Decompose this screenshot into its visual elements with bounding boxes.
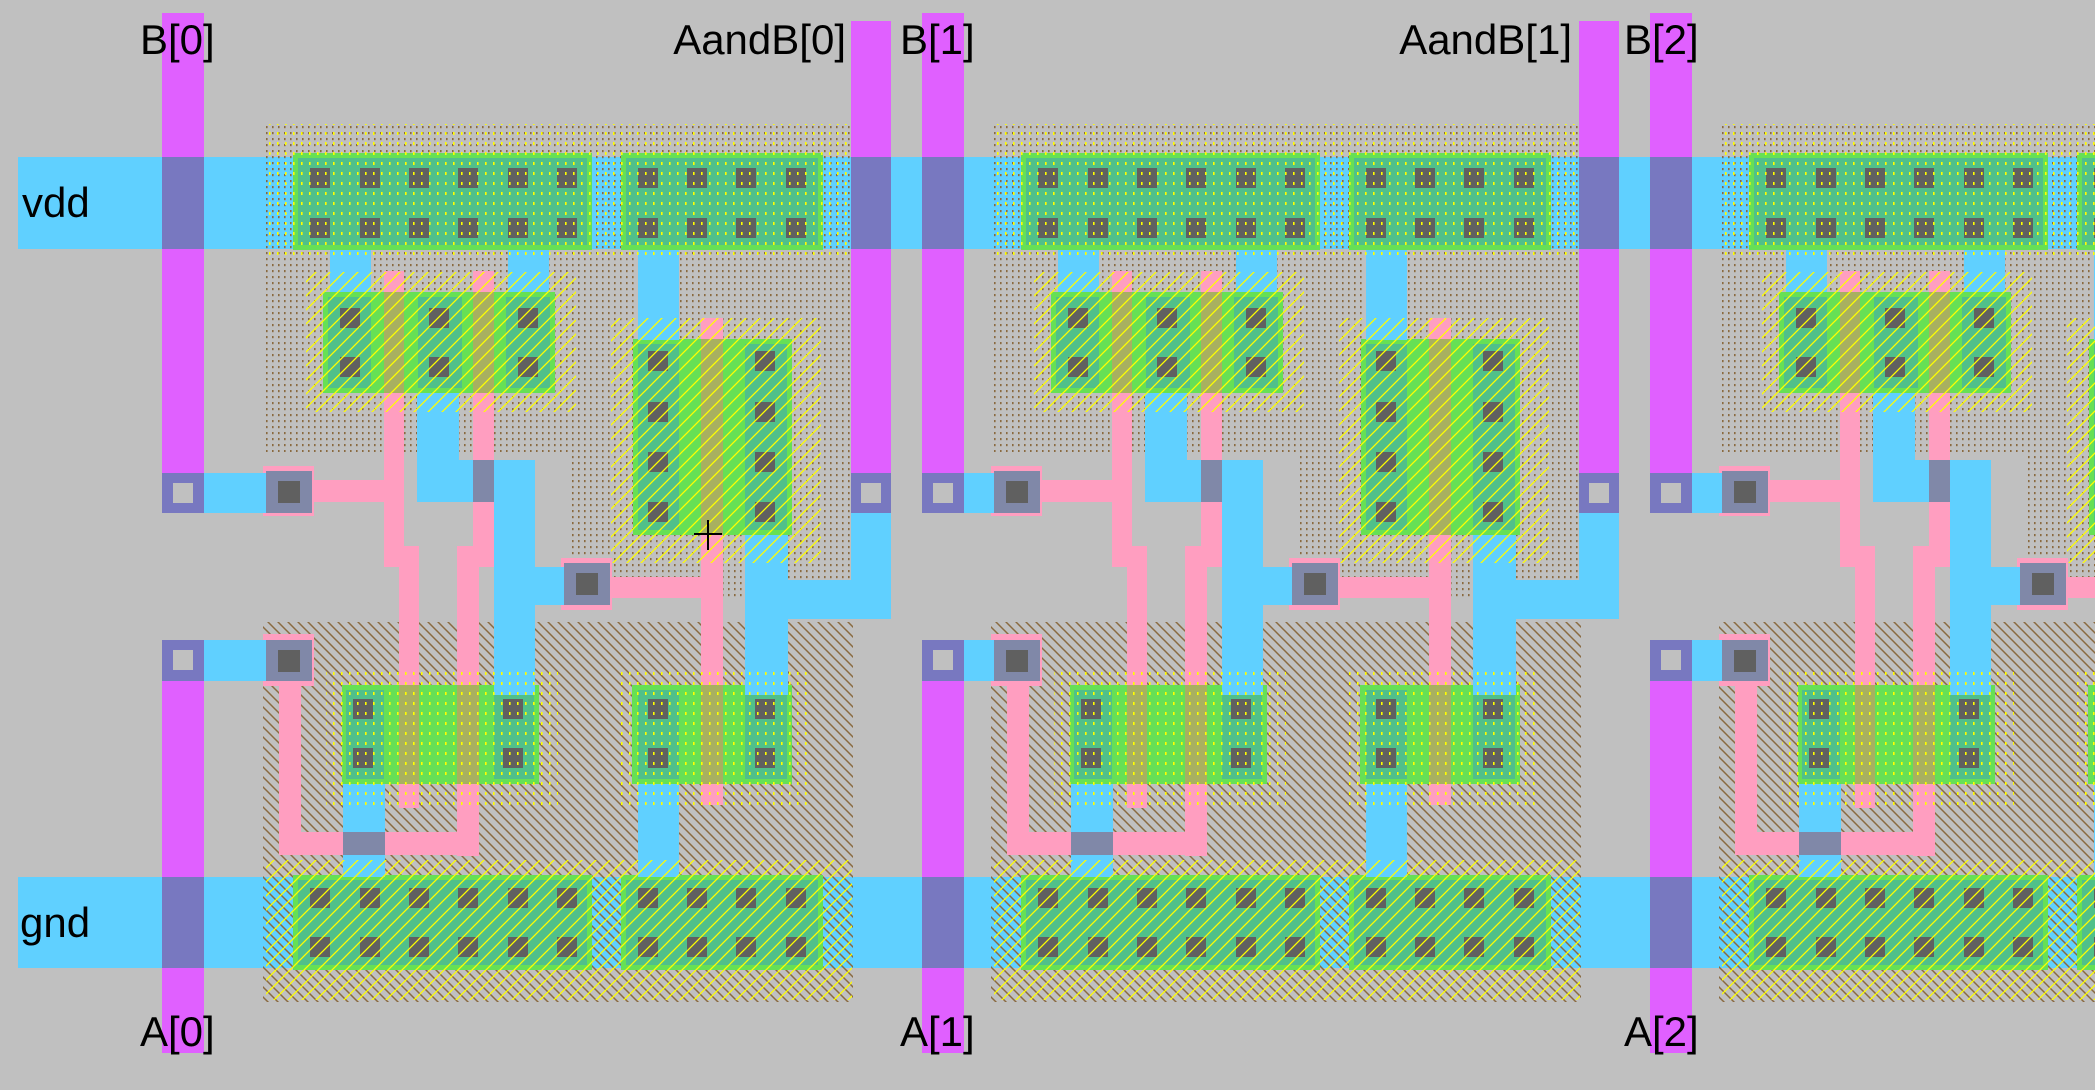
nselect-inverter-nmos [616, 665, 811, 805]
input-a-metal2-bar[interactable] [922, 681, 964, 1053]
output-bar-vdd-crossing [851, 157, 891, 249]
cell1-b-label: B[1] [900, 16, 975, 63]
pselect-inverter-pmos [2067, 318, 2095, 563]
input-a-metal1-link[interactable] [964, 640, 994, 681]
cell2-b-label: B[2] [1624, 16, 1699, 63]
pselect-nand-pmos [306, 272, 576, 412]
pselect-nand-pmos [1762, 272, 2032, 412]
inverter-input-poly-contact[interactable] [1292, 563, 1338, 605]
input-a-metal2-bar[interactable] [1650, 681, 1692, 1053]
input-b-poly-contact[interactable] [1722, 471, 1768, 513]
inverter-input-poly-contact[interactable] [2020, 563, 2066, 605]
input-b-via-cut [1661, 483, 1681, 503]
nselect-vdd-strip [1722, 124, 2095, 262]
nselect-nand-nmos [1054, 665, 1286, 805]
nselect-nand-nmos [1782, 665, 2014, 805]
input-a-via-cut [1661, 650, 1681, 670]
input-a-metal1-link[interactable] [204, 640, 266, 681]
input-b-via-cut [173, 483, 193, 503]
cell1-output-label: AandB[1] [1399, 16, 1572, 63]
gnd-label: gnd [20, 899, 90, 946]
input-b-via-cut [933, 483, 953, 503]
b-bar-vdd-crossing [922, 157, 964, 249]
nselect-vdd-strip [994, 124, 1580, 262]
b-bar-vdd-crossing [162, 157, 204, 249]
input-a-metal1-link[interactable] [1692, 640, 1722, 681]
cell2-a-label: A[2] [1624, 1008, 1699, 1055]
nselect-vdd-strip [266, 124, 852, 262]
pselect-inverter-pmos [611, 318, 821, 563]
input-b-poly-contact[interactable] [994, 471, 1040, 513]
pselect-inverter-pmos [1339, 318, 1549, 563]
pselect-nand-pmos [1034, 272, 1304, 412]
nselect-nand-nmos [326, 665, 558, 805]
cell1-a-label: A[1] [900, 1008, 975, 1055]
input-b-metal1-link[interactable] [1692, 473, 1722, 513]
output-bar-vdd-crossing [1579, 157, 1619, 249]
input-a-via-cut [933, 650, 953, 670]
nselect-inverter-nmos [1344, 665, 1539, 805]
crosshair-cursor-icon [694, 520, 722, 550]
input-b-poly-contact[interactable] [266, 471, 312, 513]
b-bar-vdd-crossing [1650, 157, 1692, 249]
input-bars [162, 13, 1722, 1053]
input-a-poly-contact[interactable] [266, 640, 312, 681]
pselect-gnd-strip [1722, 860, 2095, 1000]
a-bar-gnd-crossing [922, 877, 964, 968]
input-b-metal1-link[interactable] [964, 473, 994, 513]
output-via[interactable] [851, 473, 891, 513]
and-gate-cell[interactable] [263, 21, 891, 1002]
input-a-metal2-bar[interactable] [162, 681, 204, 1053]
a-bar-gnd-crossing [1650, 877, 1692, 968]
input-b-metal1-link[interactable] [204, 473, 266, 513]
cell0-a-label: A[0] [140, 1008, 215, 1055]
cell0-b-label: B[0] [140, 16, 215, 63]
input-a-via-cut [173, 650, 193, 670]
pselect-gnd-strip [994, 860, 1580, 1000]
and-gate-cell[interactable] [1719, 21, 2095, 1002]
a-bar-gnd-crossing [162, 877, 204, 968]
nselect-inverter-nmos [2072, 665, 2095, 805]
vdd-label: vdd [22, 179, 90, 226]
output-via[interactable] [1579, 473, 1619, 513]
pselect-gnd-strip [266, 860, 852, 1000]
input-a-poly-contact[interactable] [994, 640, 1040, 681]
cell0-output-label: AandB[0] [673, 16, 846, 63]
input-a-poly-contact[interactable] [1722, 640, 1768, 681]
and-gate-cell[interactable] [991, 21, 1619, 1002]
inverter-input-poly-contact[interactable] [564, 563, 610, 605]
